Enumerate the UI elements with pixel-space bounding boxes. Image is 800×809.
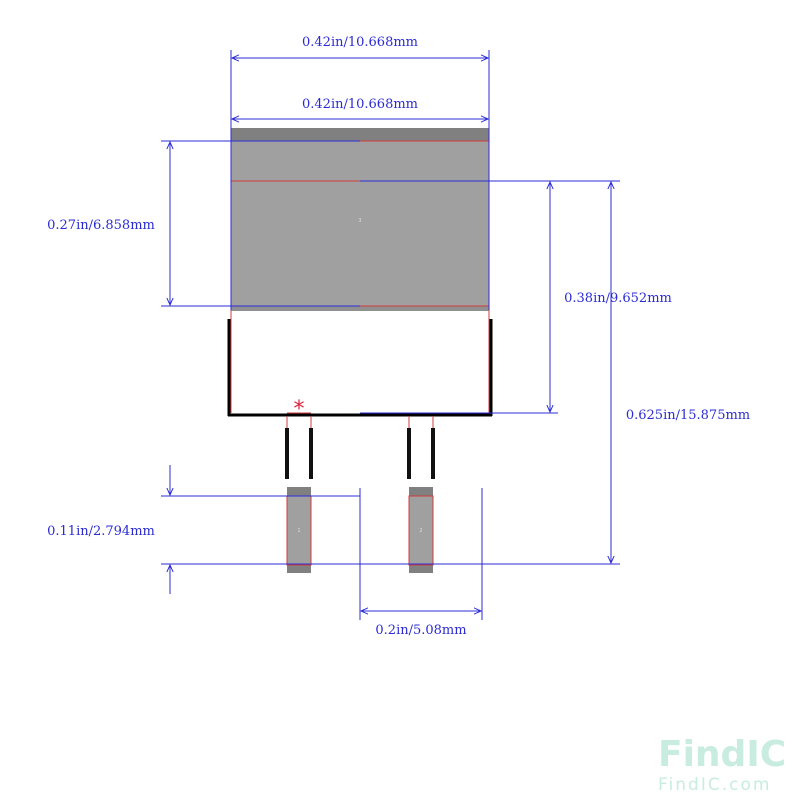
dim-left-height: 0.27in/6.858mm	[47, 218, 155, 233]
silkscreen-outline	[227, 319, 493, 417]
pad-2: 2	[408, 487, 434, 573]
pin1-marker: *	[294, 397, 305, 422]
watermark-url: FindIC.com	[658, 775, 771, 795]
dim-top-width-outer: 0.42in/10.668mm	[302, 35, 418, 50]
watermark-logo-a: FindIC	[658, 734, 786, 775]
dim-right-height-outer: 0.625in/15.875mm	[626, 408, 750, 423]
pad-1-label: 1	[297, 528, 300, 534]
body-outline	[230, 306, 490, 414]
pad-2-label: 2	[419, 528, 422, 534]
tab-pad: 3	[231, 128, 489, 311]
findic-watermark: FindIC FindIC.com	[658, 734, 786, 795]
dim-right-height-inner: 0.38in/9.652mm	[564, 291, 672, 306]
dim-top-width-inner: 0.42in/10.668mm	[302, 97, 418, 112]
pad-1: 1	[286, 487, 312, 573]
lead-lines	[285, 416, 435, 479]
dim-pad-height: 0.11in/2.794mm	[47, 524, 155, 539]
tab-pad-label: 3	[358, 218, 361, 224]
dimension-lines	[161, 50, 620, 620]
dim-pad-pitch: 0.2in/5.08mm	[375, 623, 466, 638]
